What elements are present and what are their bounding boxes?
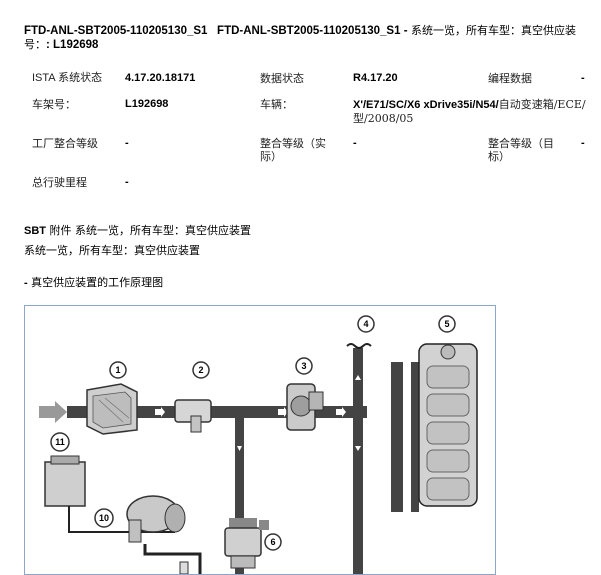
callout-1: 1 [109,361,127,379]
data-status-value: R4.17.20 [353,72,398,84]
vacuum-system-diagram: 1 2 3 4 5 6 10 11 [24,305,496,575]
mileage-label: 总行驶里程 [32,176,87,189]
factory-level-value: - [125,137,129,149]
callout-5: 5 [438,315,456,333]
diagram-svg: 1 2 3 4 5 6 10 11 [39,315,478,574]
svg-text:5: 5 [444,319,449,329]
engine [391,343,478,512]
vin-value: L192698 [125,98,169,110]
callout-11: 11 [50,432,70,452]
integration-target-label: 整合等级（目标） [488,137,554,163]
ista-value: 4.17.20.18171 [125,72,196,84]
svg-text:6: 6 [270,537,275,547]
vin-label: 车架号： [32,98,76,111]
data-status-label: 数据状态 [260,72,304,85]
ista-label: ISTA 系统状态 [32,72,103,84]
factory-level-label: 工厂整合等级 [32,137,98,150]
air-filter [86,383,138,435]
vacuum-line-left [235,418,244,574]
sbt-heading: SBT 附件 系统一览，所有车型：真空供应装置 [24,224,251,237]
air-mass-meter [174,399,212,433]
callouts: 1 2 3 4 5 6 10 11 [50,315,456,551]
throttle-body [286,383,324,431]
svg-text:11: 11 [55,437,65,447]
integration-target-value: - [581,137,585,149]
callout-4: 4 [357,315,375,333]
pipe-break-mark [346,343,372,349]
svg-text:2: 2 [198,365,203,375]
integration-actual-label: 整合等级（实际） [260,137,326,163]
mileage-value: - [125,176,129,188]
svg-text:10: 10 [99,513,109,523]
integration-actual-value: - [353,137,357,149]
programming-label: 编程数据 [488,72,532,85]
page-title: FTD-ANL-SBT2005-110205130_S1 FTD-ANL-SBT… [24,24,577,51]
flow-arrows [155,375,383,451]
callout-2: 2 [192,361,210,379]
programming-value: - [581,72,585,84]
svg-text:1: 1 [115,365,120,375]
callout-10: 10 [94,508,114,528]
callout-6: 6 [264,533,282,551]
subtitle: 系统一览，所有车型：真空供应装置 [24,244,200,257]
callout-3: 3 [295,357,313,375]
diagram-heading: - 真空供应装置的工作原理图 [24,276,164,289]
vacuum-pump [126,495,202,574]
air-inlet-arrow [39,401,67,423]
svg-text:3: 3 [301,361,306,371]
vacuum-actuator [224,518,269,569]
vehicle-label: 车辆： [260,98,293,111]
vehicle-value: X'/E71/SC/X6 xDrive35i/N54/自动变速箱/ECE/ 型/… [353,98,586,125]
svg-text:4: 4 [363,319,368,329]
vacuum-line-right [353,348,363,574]
